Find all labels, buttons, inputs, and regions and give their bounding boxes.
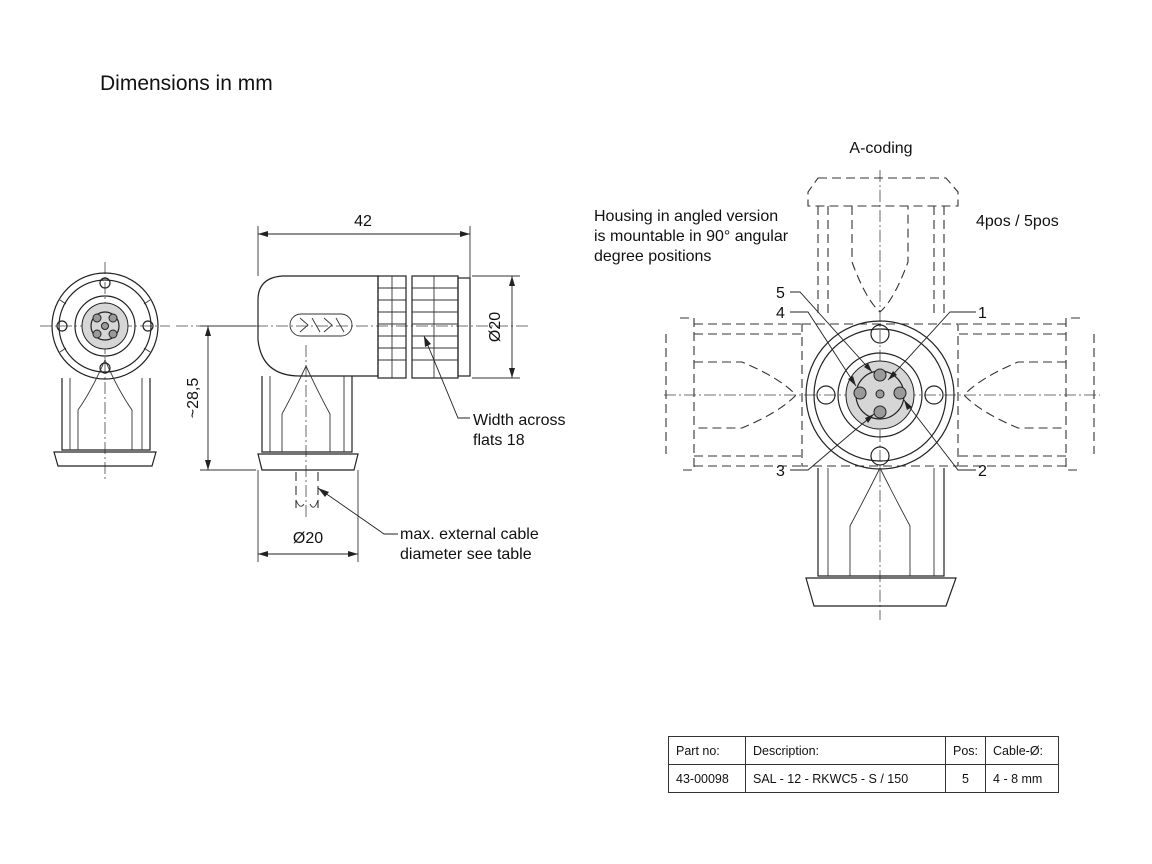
- header-pos: Pos:: [944, 736, 987, 765]
- cell-part-no: 43-00098: [668, 764, 746, 793]
- dim-diameter-side-label: Ø20: [487, 312, 504, 342]
- table-row: 43-00098 SAL - 12 - RKWC5 - S / 150 5 4 …: [668, 764, 1060, 793]
- page-title: Dimensions in mm: [100, 72, 273, 95]
- header-description: Description:: [745, 736, 946, 765]
- header-cable: Cable-Ø:: [985, 736, 1060, 765]
- table-header-row: Part no: Description: Pos: Cable-Ø:: [668, 736, 1060, 765]
- coding-view: [664, 170, 1100, 620]
- housing-label-1: Housing in angled version: [594, 208, 778, 225]
- housing-label-2: is mountable in 90° angular: [594, 228, 789, 245]
- side-view: [176, 226, 530, 562]
- cell-description: SAL - 12 - RKWC5 - S / 150: [745, 764, 946, 793]
- housing-label-3: degree positions: [594, 248, 711, 265]
- width-across-label-1: Width across: [473, 412, 565, 429]
- pin-2-label: 2: [978, 463, 987, 480]
- width-across-label-2: flats 18: [473, 432, 525, 449]
- positions-label: 4pos / 5pos: [976, 213, 1059, 230]
- dim-height-label: ~28,5: [185, 378, 202, 419]
- parts-table: Part no: Description: Pos: Cable-Ø: 43-0…: [668, 736, 1060, 793]
- dim-length-label: 42: [354, 213, 372, 230]
- pin-1-label: 1: [978, 305, 987, 322]
- header-part-no: Part no:: [668, 736, 746, 765]
- cell-pos: 5: [944, 764, 987, 793]
- cable-label-2: diameter see table: [400, 546, 532, 563]
- front-view: [40, 262, 170, 480]
- pin-5-label: 5: [776, 285, 785, 302]
- dim-diameter-bottom-label: Ø20: [293, 530, 323, 547]
- pin-4-label: 4: [776, 305, 785, 322]
- coding-label: A-coding: [849, 140, 912, 157]
- pin-3-label: 3: [776, 463, 785, 480]
- cable-label-1: max. external cable: [400, 526, 539, 543]
- cell-cable: 4 - 8 mm: [985, 764, 1060, 793]
